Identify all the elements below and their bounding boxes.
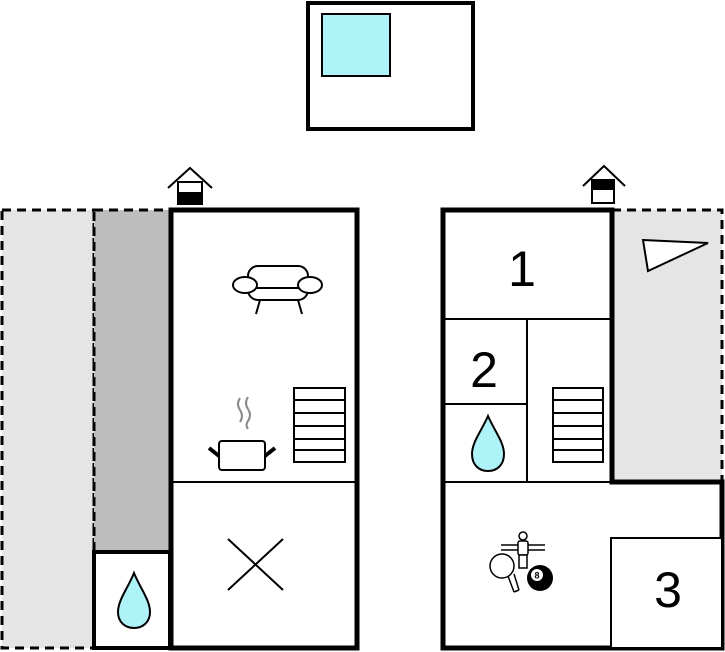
room-label-1: 1 <box>508 241 536 297</box>
stairs-icon <box>293 387 346 463</box>
kitchen-icon <box>207 396 277 471</box>
water-drop-icon <box>470 413 506 473</box>
billiard-ball-icon: 8 <box>527 565 553 591</box>
room-label-2: 2 <box>470 342 498 398</box>
terrace-covered <box>92 208 172 554</box>
game-room-icons: 8 <box>489 531 553 593</box>
sofa-icon <box>232 265 323 315</box>
left-building <box>0 166 360 651</box>
billiard-ball-number: 8 <box>534 571 539 581</box>
room-label-3: 3 <box>654 562 682 618</box>
terrace-outer <box>0 208 96 650</box>
entrance-icon <box>167 166 213 205</box>
pool-area <box>306 1 475 131</box>
pool-icon <box>321 13 391 77</box>
water-drop-icon <box>116 570 152 630</box>
terrace-icon <box>641 238 709 273</box>
table-tennis-icon <box>489 553 520 593</box>
room-3 <box>610 537 723 649</box>
double-bed-icon <box>227 538 284 591</box>
entrance-icon <box>582 164 626 204</box>
stairs-icon <box>552 387 604 463</box>
table-football-icon <box>501 531 545 569</box>
right-building: 1 2 3 <box>440 164 725 651</box>
